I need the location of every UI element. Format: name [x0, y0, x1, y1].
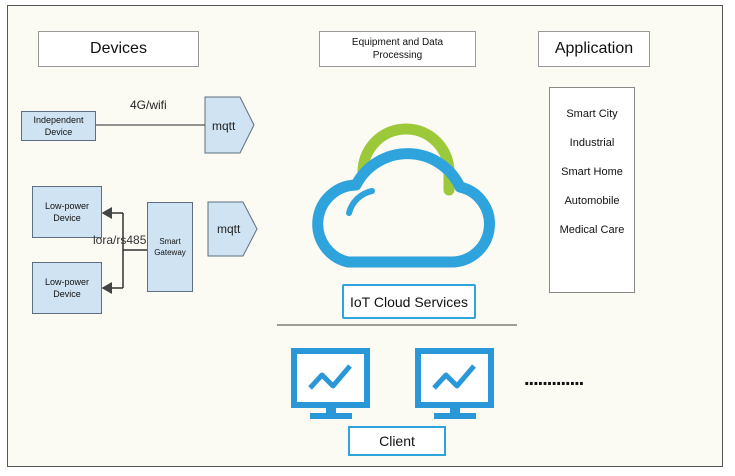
- cloud-services-label: IoT Cloud Services: [342, 284, 476, 319]
- cloud-icon: [312, 123, 495, 268]
- mqtt-shape-mid: [207, 201, 258, 257]
- independent-device-box: Independent Device: [21, 111, 96, 141]
- link-label-lora: lora/rs485: [93, 233, 147, 247]
- monitor-icon-2: [415, 348, 494, 419]
- monitor-icon-1: [291, 348, 370, 419]
- low-power-device-1: Low-power Device: [32, 186, 102, 238]
- client-label: Client: [348, 426, 446, 456]
- mqtt-label-top: mqtt: [212, 119, 236, 133]
- app-item: Smart Home: [561, 166, 623, 178]
- mqtt-label-mid: mqtt: [217, 222, 241, 236]
- low-power-device-2: Low-power Device: [32, 262, 102, 314]
- header-application: Application: [538, 31, 650, 67]
- application-list: Smart City Industrial Smart Home Automob…: [549, 87, 635, 293]
- app-item: Automobile: [564, 195, 620, 207]
- header-processing: Equipment and Data Processing: [319, 31, 476, 67]
- app-item: Medical Care: [559, 224, 625, 236]
- app-item: Smart City: [566, 108, 618, 120]
- link-label-4g: 4G/wifi: [130, 98, 167, 112]
- mqtt-shape-top: [204, 96, 255, 154]
- smart-gateway-box: Smart Gateway: [147, 202, 193, 292]
- header-devices: Devices: [38, 31, 199, 67]
- app-item: Industrial: [569, 137, 615, 149]
- client-more-ellipsis: .............: [524, 368, 584, 390]
